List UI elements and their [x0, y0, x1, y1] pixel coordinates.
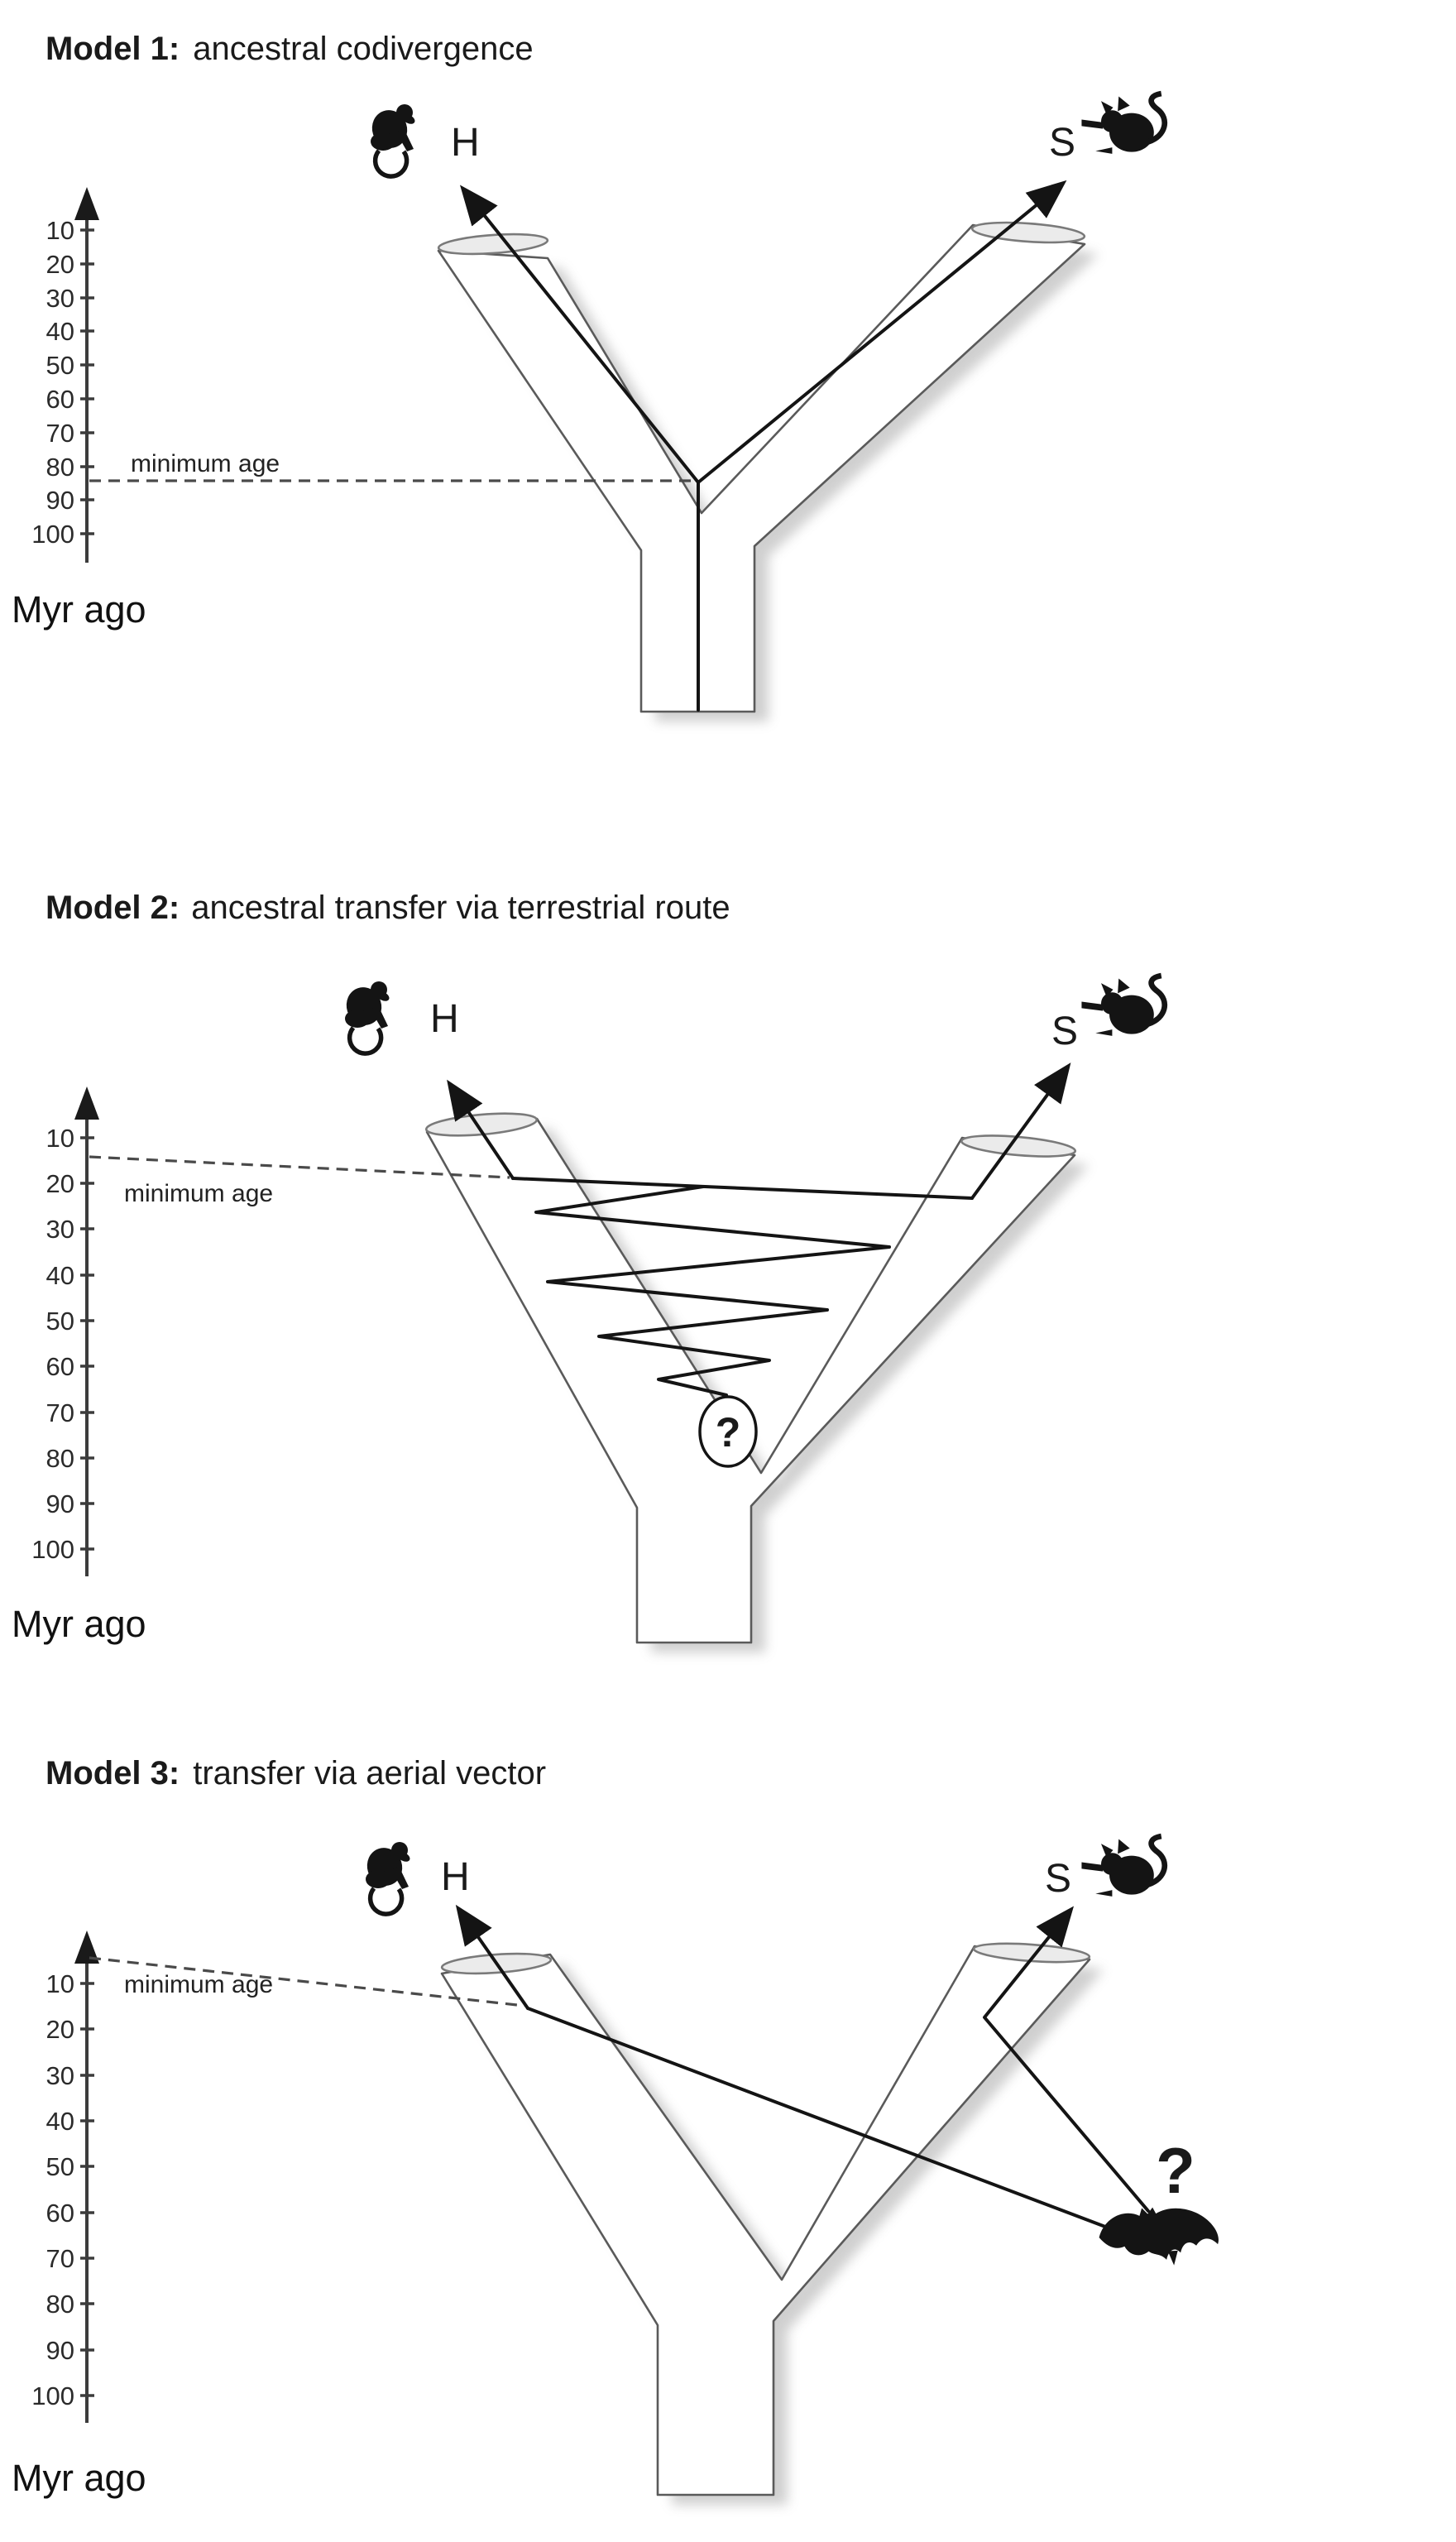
tick-label: 70	[46, 419, 74, 448]
terrestrial-transfer-line	[511, 1177, 974, 1200]
tick-label: 50	[46, 1307, 74, 1336]
panel-model-2: Model 2: ancestral transfer via terrestri…	[12, 890, 1165, 1652]
left-branch-opening	[437, 233, 549, 256]
tick-label: 70	[46, 1398, 74, 1427]
host-S-label: S	[1045, 1857, 1071, 1901]
tick-label: 10	[46, 1124, 74, 1153]
bat-icon	[1095, 2198, 1222, 2276]
virus-arrow-to-H	[455, 1904, 529, 2010]
panel-title-text: ancestral codivergence	[193, 31, 533, 67]
unknown-host-question-mark: ?	[716, 1409, 741, 1456]
axis-arrowhead-icon	[74, 1086, 99, 1120]
tick-label: 10	[46, 1969, 74, 1998]
minimum-age-dashed-line	[89, 1155, 510, 1179]
axis-arrowhead-icon	[74, 187, 99, 220]
tick-label: 100	[31, 1535, 74, 1564]
tick-label: 40	[46, 1261, 74, 1290]
tube-outline	[425, 1117, 1076, 1644]
virus-arrow-to-H	[447, 1079, 515, 1180]
tube-outline	[437, 223, 1086, 713]
tick-label: 90	[46, 1489, 74, 1518]
host-H-label: H	[451, 121, 480, 165]
tick-label: 30	[46, 2061, 74, 2090]
host-H-label: H	[441, 1855, 470, 1899]
host-H-label: H	[430, 997, 459, 1041]
axis-unit-label: Myr ago	[12, 2457, 146, 2499]
panel-title: Model 1: ancestral codivergence	[46, 31, 534, 67]
axis-ticks	[80, 228, 94, 535]
rat-icon	[1081, 1836, 1164, 1897]
panel-model-3: Model 3: transfer via aerial vector 10 20…	[12, 1755, 1222, 2505]
monkey-icon	[367, 104, 416, 176]
panel-title: Model 2: ancestral transfer via terrestri…	[46, 890, 730, 926]
time-axis: 10 20 30 40 50 60 70 80 90 100 Myr ago	[12, 187, 146, 631]
tick-label: 20	[46, 1169, 74, 1198]
tick-label: 50	[46, 351, 74, 380]
time-axis: 10 20 30 40 50 60 70 80 90 100 Myr ago	[12, 1930, 146, 2499]
virus-arrow-to-H	[459, 185, 700, 484]
minimum-age-label: minimum age	[131, 450, 280, 477]
host-S-label: S	[1049, 121, 1075, 165]
tick-label: 20	[46, 2015, 74, 2044]
time-axis: 10 20 30 40 50 60 70 80 90 100 Myr ago	[12, 1086, 146, 1645]
tick-label: 40	[46, 317, 74, 346]
panel-title-text: ancestral transfer via terrestrial route	[191, 890, 730, 926]
panel-title-text: transfer via aerial vector	[193, 1755, 546, 1791]
minimum-age-dashed-line	[89, 1956, 525, 2007]
tick-label: 60	[46, 1352, 74, 1381]
virus-arrow-to-S	[970, 1062, 1071, 1200]
monkey-icon	[362, 1842, 411, 1914]
minimum-age-label: minimum age	[124, 1971, 273, 1998]
virus-arrow-to-S	[983, 1906, 1150, 2213]
unknown-vector-question-mark: ?	[1156, 2134, 1195, 2207]
axis-tick-labels: 10 20 30 40 50 60 70 80 90 100	[31, 1969, 74, 2410]
phylogeny-tube	[440, 1942, 1104, 2505]
tick-label: 80	[46, 2290, 74, 2319]
tick-label: 40	[46, 2107, 74, 2136]
tick-label: 80	[46, 453, 74, 482]
tick-label: 70	[46, 2244, 74, 2273]
virus-arrow-to-S	[697, 180, 1067, 484]
tick-label: 50	[46, 2152, 74, 2181]
axis-unit-label: Myr ago	[12, 588, 146, 631]
monkey-icon	[342, 981, 390, 1053]
tick-label: 60	[46, 2199, 74, 2228]
tick-label: 90	[46, 486, 74, 515]
axis-unit-label: Myr ago	[12, 1603, 146, 1645]
axis-ticks	[80, 1982, 94, 2397]
panel-title-number: Model 2:	[46, 890, 180, 926]
phylogeny-tube	[424, 1112, 1089, 1652]
tube-outline	[440, 1945, 1091, 2496]
panel-model-1: Model 1: ancestral codivergence 10 20 30 …	[12, 31, 1165, 722]
unknown-host-circle	[698, 1395, 758, 1468]
rat-icon	[1081, 94, 1164, 154]
right-branch-opening	[960, 1134, 1077, 1158]
virus-transfer-path: ?	[447, 1062, 1071, 1468]
right-branch-opening	[970, 221, 1086, 244]
rat-icon	[1081, 976, 1164, 1036]
tick-label: 60	[46, 385, 74, 414]
tick-label: 30	[46, 284, 74, 313]
aerial-transfer-line-from-bat	[526, 2007, 1120, 2233]
tick-label: 100	[31, 2381, 74, 2410]
axis-arrowhead-icon	[74, 1930, 99, 1964]
tick-label: 10	[46, 216, 74, 245]
virus-transfer-path	[455, 1904, 1150, 2233]
minimum-age-label: minimum age	[124, 1180, 273, 1207]
axis-ticks	[80, 1136, 94, 1551]
axis-tick-labels: 10 20 30 40 50 60 70 80 90 100	[31, 216, 74, 549]
panel-title-number: Model 3:	[46, 1755, 180, 1791]
host-S-label: S	[1051, 1010, 1078, 1053]
tick-label: 90	[46, 2336, 74, 2365]
tick-label: 30	[46, 1215, 74, 1244]
virus-lineage	[459, 180, 1067, 712]
host-switch-zigzag-line	[534, 1185, 891, 1410]
phylogeny-tube	[437, 221, 1099, 722]
tick-label: 80	[46, 1444, 74, 1473]
tick-label: 100	[31, 520, 74, 549]
axis-tick-labels: 10 20 30 40 50 60 70 80 90 100	[31, 1124, 74, 1564]
panel-title: Model 3: transfer via aerial vector	[46, 1755, 546, 1791]
tick-label: 20	[46, 250, 74, 279]
panel-title-number: Model 1:	[46, 31, 180, 67]
